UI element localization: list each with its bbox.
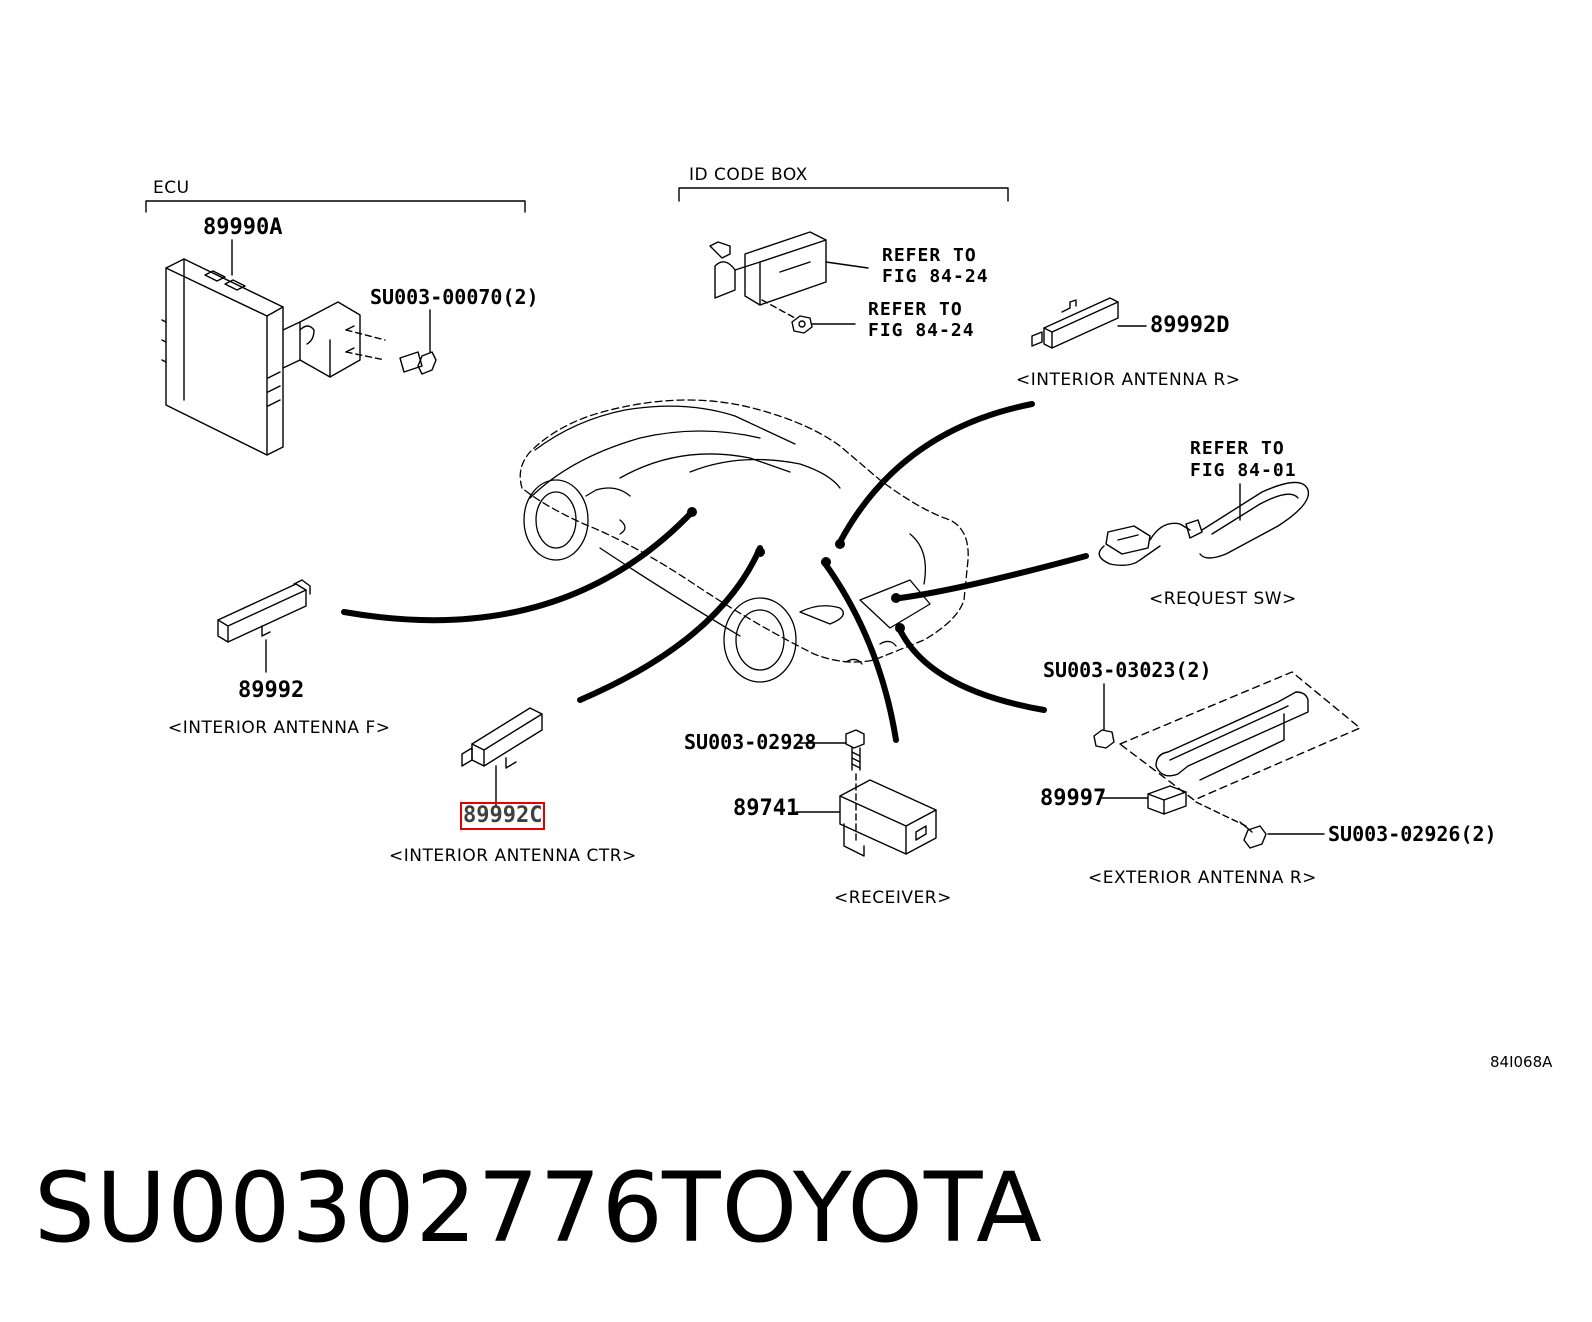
id-code-box-bracket-line — [678, 187, 1009, 202]
receiver-bolt-icon — [845, 729, 865, 771]
request-sw-icon — [1098, 481, 1310, 567]
id-nut-dash — [761, 299, 796, 319]
ext-antenna-icon — [1147, 691, 1309, 815]
ext-antenna-caption: <EXTERIOR ANTENNA R> — [1088, 868, 1317, 888]
ext-screw-icon — [1239, 821, 1267, 849]
receiver-part-number[interactable]: 89741 — [733, 796, 800, 821]
id-refer-1-line-1: REFER TO — [882, 245, 977, 266]
figure-code: 84I068A — [1490, 1053, 1553, 1071]
antenna-ctr-part-number[interactable]: 89992C — [459, 802, 546, 830]
antenna-f-caption: <INTERIOR ANTENNA F> — [168, 718, 391, 738]
ecu-module-icon — [161, 258, 361, 456]
request-sw-caption: <REQUEST SW> — [1149, 589, 1297, 609]
interior-antenna-r-icon — [1031, 297, 1119, 349]
ext-nut-part-number[interactable]: SU003-03023(2) — [1043, 658, 1212, 682]
request-refer-line-1: REFER TO — [1190, 438, 1285, 459]
antenna-ctr-caption: <INTERIOR ANTENNA CTR> — [389, 846, 637, 866]
receiver-bolt-part-number[interactable]: SU003-02928 — [684, 730, 817, 754]
id-box-leader-1 — [825, 261, 869, 269]
ext-antenna-dash-box — [1119, 671, 1361, 801]
ecu-bolt-leader — [345, 329, 386, 361]
callout-dots — [687, 507, 905, 633]
ext-nut-icon — [1093, 729, 1115, 749]
id-code-box-section-title: ID CODE BOX — [689, 165, 808, 185]
ecu-bolt-icon — [399, 351, 437, 375]
antenna-r-caption: <INTERIOR ANTENNA R> — [1016, 370, 1241, 390]
id-nut-icon — [791, 315, 813, 334]
ext-screw-part-number[interactable]: SU003-02926(2) — [1328, 822, 1497, 846]
id-refer-1-line-2[interactable]: FIG 84-24 — [882, 266, 989, 287]
car-icon — [519, 399, 969, 683]
receiver-icon — [839, 773, 937, 857]
receiver-caption: <RECEIVER> — [834, 888, 952, 908]
footer-brand: TOYOTA — [662, 1152, 1043, 1264]
ext-antenna-part-number[interactable]: 89997 — [1040, 786, 1107, 811]
antenna-r-part-number[interactable]: 89992D — [1150, 313, 1230, 338]
interior-antenna-f-icon — [217, 579, 311, 643]
ecu-bracket-line — [145, 200, 526, 213]
request-refer-line-2[interactable]: FIG 84-01 — [1190, 460, 1297, 481]
callout-curves — [341, 401, 1089, 743]
ecu-part-number[interactable]: 89990A — [203, 215, 283, 240]
ext-screw-dash — [1195, 801, 1247, 827]
footer-part-number: SU00302776 — [34, 1152, 664, 1264]
antenna-f-part-number[interactable]: 89992 — [238, 678, 305, 703]
id-refer-2-line-2[interactable]: FIG 84-24 — [868, 320, 975, 341]
id-refer-2-line-1: REFER TO — [868, 299, 963, 320]
ecu-section-title: ECU — [153, 178, 190, 198]
ecu-bolt-part-number[interactable]: SU003-00070(2) — [370, 285, 539, 309]
id-code-box-icon — [709, 231, 827, 306]
interior-antenna-ctr-icon — [461, 707, 543, 769]
